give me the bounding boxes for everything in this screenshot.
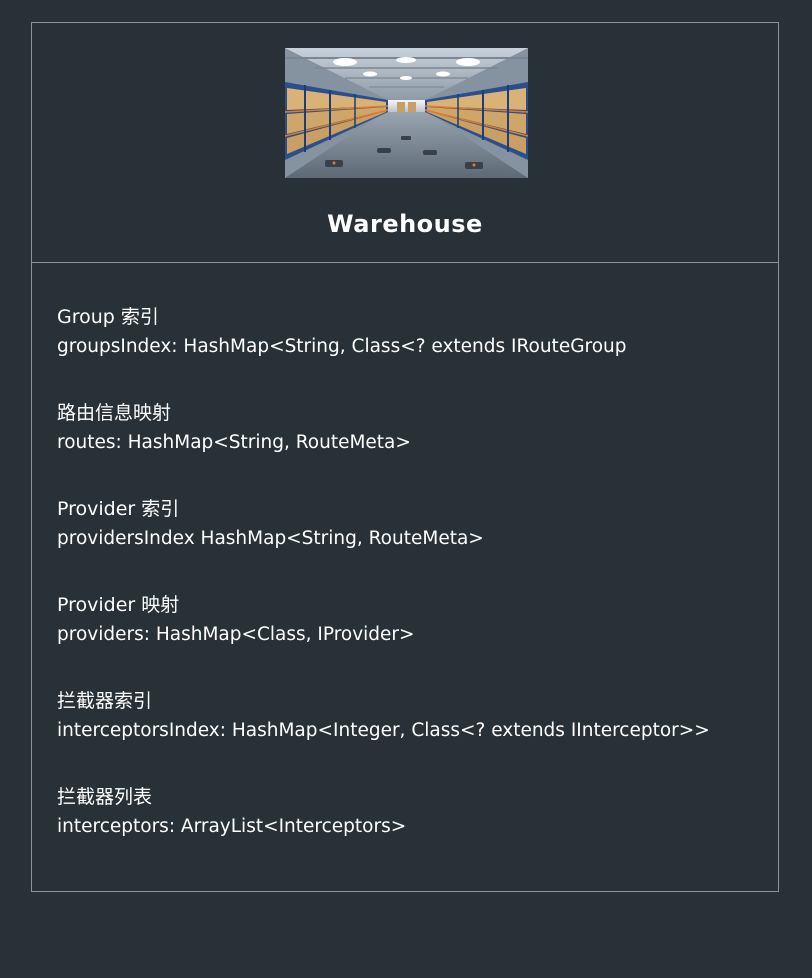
entry-group-index: Group 索引 groupsIndex: HashMap<String, Cl… — [57, 303, 777, 399]
entry-providers-index: Provider 索引 providersIndex HashMap<Strin… — [57, 495, 777, 591]
entry-providers: Provider 映射 providers: HashMap<Class, IP… — [57, 591, 777, 687]
warehouse-card: Warehouse Group 索引 groupsIndex: HashMap<… — [31, 22, 779, 892]
card-header: Warehouse — [32, 23, 778, 263]
entry-routes: 路由信息映射 routes: HashMap<String, RouteMeta… — [57, 399, 777, 495]
entry-label: 路由信息映射 — [57, 402, 172, 424]
entry-value: interceptors: ArrayList<Interceptors> — [57, 816, 407, 837]
entry-label: Provider 映射 — [57, 594, 180, 616]
entry-list: Group 索引 groupsIndex: HashMap<String, Cl… — [57, 303, 777, 879]
entry-interceptors: 拦截器列表 interceptors: ArrayList<Intercepto… — [57, 783, 777, 879]
entry-interceptors-index: 拦截器索引 interceptorsIndex: HashMap<Integer… — [57, 687, 777, 783]
entry-label: Provider 索引 — [57, 498, 180, 520]
card-title: Warehouse — [327, 210, 483, 238]
entry-value: providers: HashMap<Class, IProvider> — [57, 624, 415, 645]
entry-value: interceptorsIndex: HashMap<Integer, Clas… — [57, 720, 710, 741]
entry-label: 拦截器列表 — [57, 786, 153, 808]
entry-value: providersIndex HashMap<String, RouteMeta… — [57, 528, 484, 549]
entry-label: 拦截器索引 — [57, 690, 153, 712]
entry-value: groupsIndex: HashMap<String, Class<? ext… — [57, 336, 627, 357]
entry-label: Group 索引 — [57, 306, 159, 328]
warehouse-image — [285, 48, 528, 178]
entry-value: routes: HashMap<String, RouteMeta> — [57, 432, 411, 453]
